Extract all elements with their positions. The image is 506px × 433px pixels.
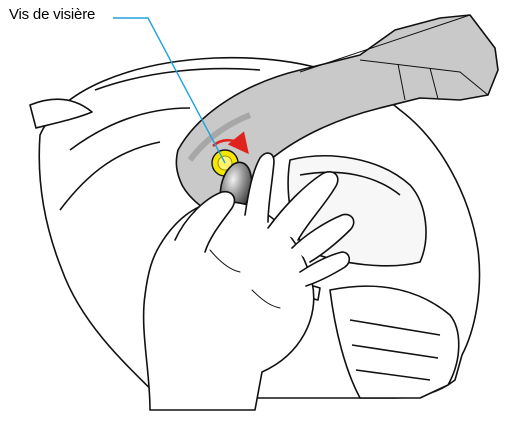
visor-screw-label: Vis de visière [9,6,95,23]
